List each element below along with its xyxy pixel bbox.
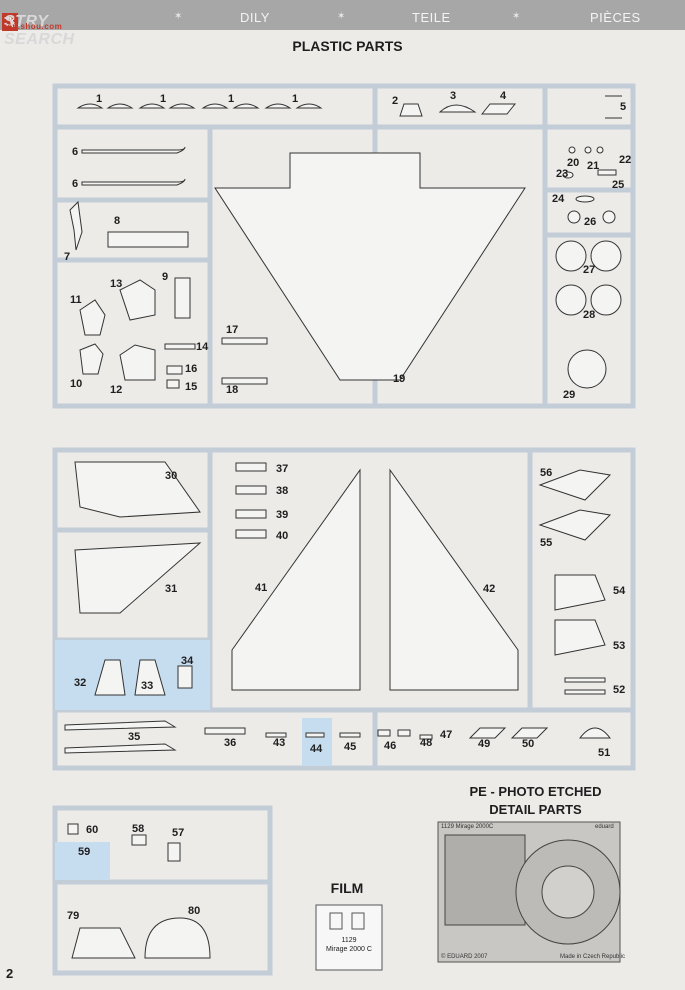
part-label: 56 (540, 467, 552, 479)
part-label: 46 (384, 740, 396, 752)
pe-fret-copyright: © EDUARD 2007 (441, 954, 488, 960)
part-label: 21 (587, 160, 599, 172)
part-label: 26 (584, 216, 596, 228)
part-label: 7 (64, 251, 70, 263)
part-label: 17 (226, 324, 238, 336)
part-label: 55 (540, 537, 552, 549)
part-label: 35 (128, 731, 140, 743)
part-label: 38 (276, 485, 288, 497)
part-label: 22 (619, 154, 631, 166)
part-label: 54 (613, 585, 626, 597)
header-star: ✶ (512, 11, 521, 22)
part-label: 8 (114, 215, 120, 227)
part-label: 33 (141, 680, 153, 692)
part-label: 31 (165, 583, 177, 595)
film-caption: 1129 Mirage 2000 C (326, 937, 372, 953)
pe-title: PE - PHOTO ETCHED DETAIL PARTS (469, 784, 602, 817)
part-label: 20 (567, 157, 579, 169)
film-title: FILM (330, 880, 364, 896)
part-label: 45 (344, 741, 356, 753)
part-label: 30 (165, 470, 177, 482)
part-label: 13 (110, 278, 122, 290)
header-lang-de: TEILE (412, 10, 451, 25)
header-star: ✶ (174, 11, 183, 22)
part-label: 43 (273, 737, 285, 749)
sprue-b-frame (52, 447, 636, 771)
part-label: 1 (292, 93, 298, 105)
part-label: 42 (483, 583, 495, 595)
highlight-59 (55, 842, 110, 880)
part-label: 48 (420, 737, 432, 749)
plastic-parts-title: PLASTIC PARTS (292, 38, 403, 54)
part-label: 29 (563, 389, 575, 401)
part-label: 6 (72, 178, 78, 190)
part-label: 11 (70, 294, 82, 306)
part-label: 27 (583, 264, 595, 276)
part-label: 5 (620, 101, 626, 113)
page-number: 2 (6, 966, 14, 981)
part-label: 50 (522, 738, 534, 750)
part-label: 1 (228, 93, 234, 105)
part-label: 3 (450, 90, 456, 102)
part-label: 19 (393, 373, 405, 385)
sprue-a-frame (52, 83, 636, 409)
part-label: 1 (160, 93, 166, 105)
part-label: 12 (110, 384, 122, 396)
part-label: 60 (86, 824, 98, 836)
header-star: ✶ (337, 11, 346, 22)
part-label: 53 (613, 640, 625, 652)
film-sheet (315, 904, 383, 971)
header-lang-cz: DILY (240, 10, 270, 25)
part-label: 41 (255, 582, 267, 594)
part-label: 14 (196, 341, 209, 353)
part-label: 47 (440, 729, 452, 741)
part-label: 10 (70, 378, 82, 390)
part-label: 6 (72, 146, 78, 158)
part-label: 51 (598, 747, 610, 759)
pe-fret-brand: eduard (595, 824, 614, 830)
part-label: 79 (67, 910, 79, 922)
part-label: 39 (276, 509, 288, 521)
part-label: 52 (613, 684, 625, 696)
part-label: 9 (162, 271, 168, 283)
part-label: 1 (96, 93, 102, 105)
part-label: 80 (188, 905, 200, 917)
pe-fret-madein: Made in Czech Republic (560, 954, 626, 960)
highlight-44 (302, 718, 332, 766)
part-label: 2 (392, 95, 398, 107)
part-label: 36 (224, 737, 236, 749)
part-label: 34 (181, 655, 194, 667)
part-label: 15 (185, 381, 197, 393)
header-lang-fr: PIÈCES (590, 10, 641, 25)
part-label: 44 (310, 743, 323, 755)
part-label: 16 (185, 363, 197, 375)
part-label: 32 (74, 677, 86, 689)
part-label: 4 (500, 90, 507, 102)
part-label: 28 (583, 309, 595, 321)
part-label: 37 (276, 463, 288, 475)
part-label: 49 (478, 738, 490, 750)
part-label: 59 (78, 846, 90, 858)
part-label: 58 (132, 823, 144, 835)
part-label: 25 (612, 179, 624, 191)
sprue-c-frame (52, 805, 273, 976)
part-label: 40 (276, 530, 288, 542)
part-label: 18 (226, 384, 238, 396)
pe-fret-code: 1129 Mirage 2000C (441, 824, 494, 830)
part-label: 23 (556, 168, 568, 180)
part-label: 24 (552, 193, 565, 205)
part-label: 57 (172, 827, 184, 839)
